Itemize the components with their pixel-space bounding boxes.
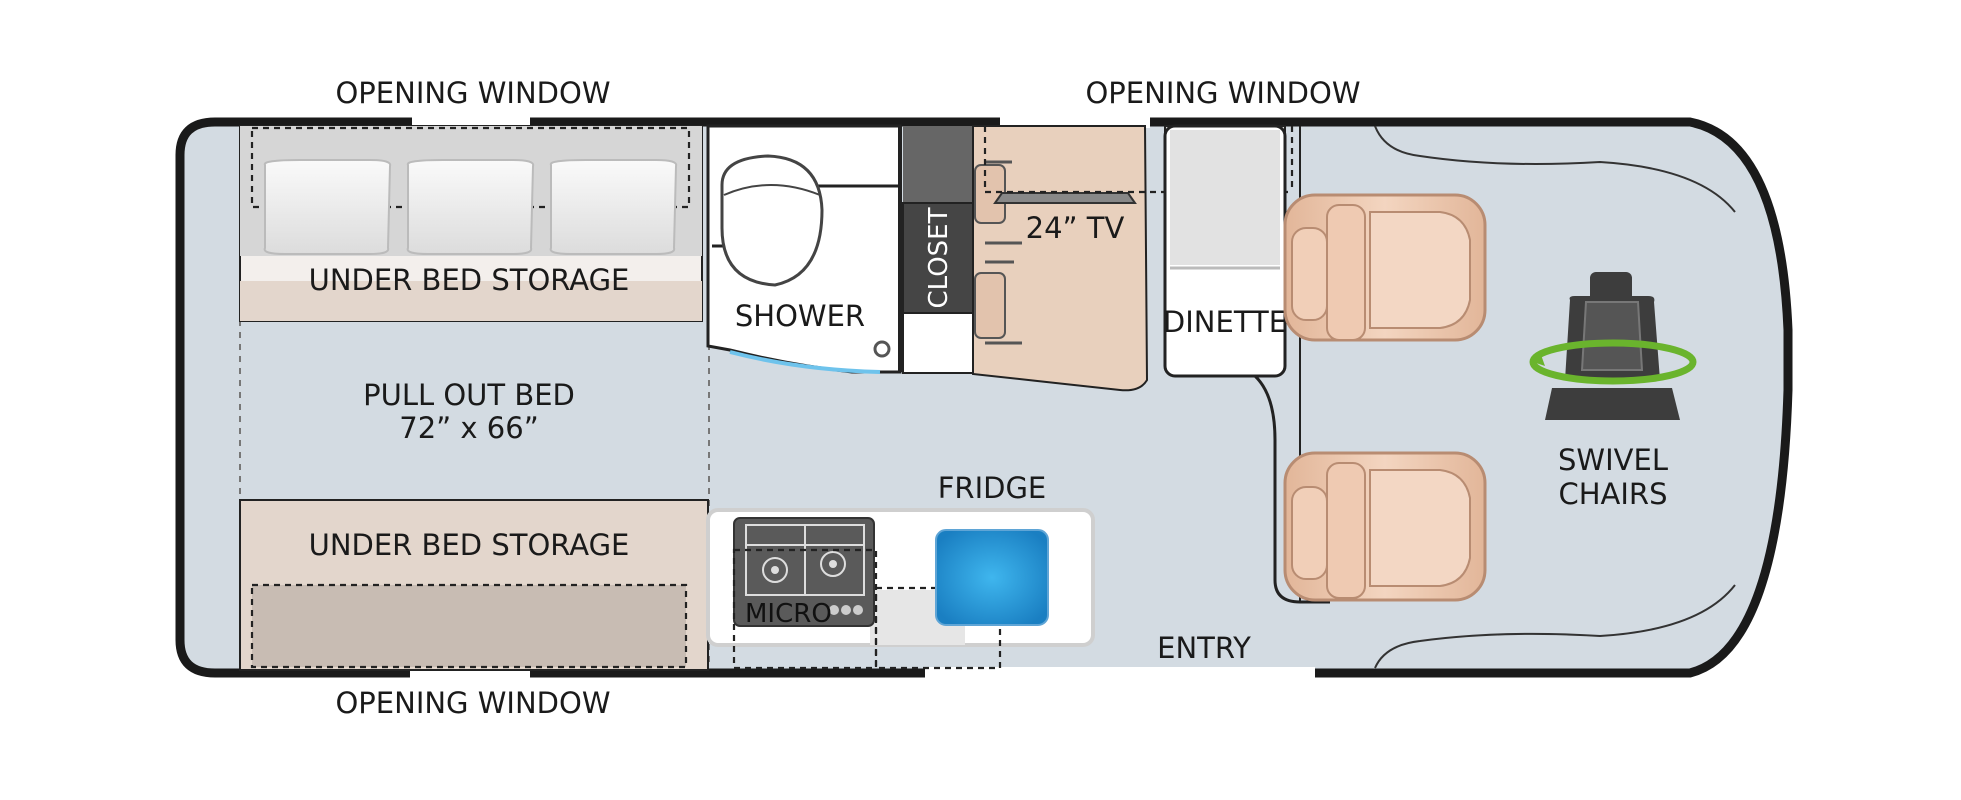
opening-window-label-top-right: OPENING WINDOW [1085,76,1360,110]
fridge-icon [935,529,1049,626]
bed-bottom-inner [252,585,686,667]
bed-top-beige-strip [240,281,702,321]
tv-icon [993,192,1137,204]
entry-label: ENTRY [1157,631,1251,665]
fridge-dashed [874,586,1002,670]
entry-door-opening [925,667,1315,679]
toilet-seat-line [723,184,821,196]
closet-lower [902,312,974,374]
opening-window-label-bottom: OPENING WINDOW [335,686,610,720]
opening-window-label-top-left: OPENING WINDOW [335,76,610,110]
cab-detail-bottom [1374,584,1736,669]
front-chair-bottom [1283,451,1487,602]
shower-drain-icon [873,340,891,358]
pull-out-bed-label: PULL OUT BED [363,378,575,412]
tv-label: 24” TV [1026,211,1125,245]
closet-label: CLOSET [924,207,954,308]
toilet-icon [720,154,824,287]
under-bed-storage-label-top: UNDER BED STORAGE [309,263,630,297]
front-chair-top [1283,193,1487,342]
swivel-chairs-label-1: SWIVEL [1558,443,1668,477]
shower-door-arc [729,350,881,374]
micro-label: MICRO [745,599,832,629]
swivel-seat-icon [1529,272,1697,420]
dinette-label: DINETTE [1163,305,1287,339]
table-edge-line [1253,374,1330,604]
cabinet-knob-2 [974,272,1006,339]
bed-top-dashed [250,126,691,209]
burner-2-icon [820,551,846,577]
closet-top-block [903,126,973,206]
cab-detail-top [1374,125,1736,213]
swivel-chairs-label-2: CHAIRS [1558,477,1667,511]
dinette-upper [1170,130,1280,265]
burner-1-icon [762,557,788,583]
pull-out-bed-size: 72” x 66” [399,411,538,445]
closet [902,202,974,314]
fridge-label: FRIDGE [938,471,1047,505]
pillow-1 [263,159,392,255]
knob-icon [829,605,839,615]
shower-label: SHOWER [735,299,865,333]
under-bed-storage-label-bottom: UNDER BED STORAGE [309,528,630,562]
pillow-2 [406,159,535,255]
bed-bottom-dashed [250,583,688,669]
pillow-3 [549,159,678,255]
